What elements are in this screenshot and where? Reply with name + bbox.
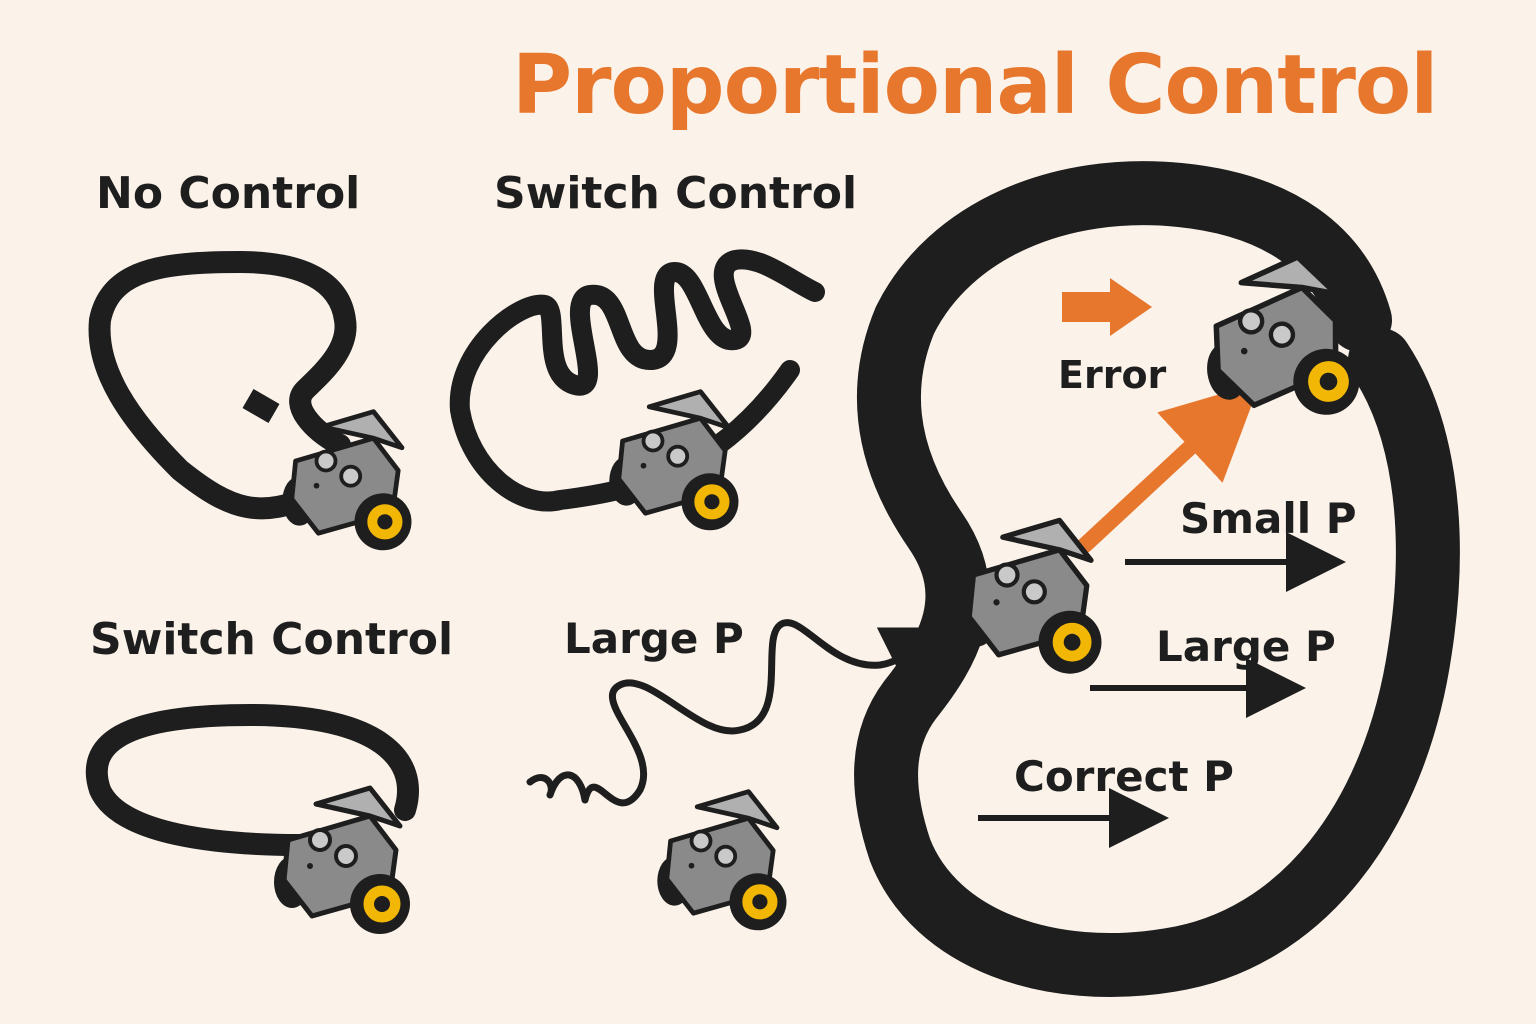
proportional-track	[854, 161, 1460, 998]
switch-control-top-label: Switch Control	[494, 168, 858, 219]
large-p-right-label: Large P	[1156, 622, 1336, 671]
switch-control-bottom-track	[85, 704, 419, 856]
switch-control-bottom-label: Switch Control	[90, 614, 454, 665]
page-title: Proportional Control	[512, 38, 1438, 133]
no-control-gap-marker	[242, 388, 280, 424]
correct-p-label: Correct P	[1014, 752, 1234, 801]
small-p-label: Small P	[1180, 494, 1357, 543]
robot-car-icon	[959, 520, 1102, 673]
error-arrow-icon	[1062, 278, 1152, 336]
no-control-track	[88, 251, 357, 520]
large-p-left-label: Large P	[564, 614, 744, 663]
orange-arrow-icon	[1077, 382, 1261, 553]
no-control-label: No Control	[96, 168, 361, 219]
robot-car-icon	[282, 412, 411, 551]
error-label: Error	[1058, 353, 1167, 397]
robot-car-icon	[657, 792, 786, 931]
robot-car-icon	[609, 392, 738, 531]
switch-control-top-track	[449, 249, 825, 512]
large-p-wavy-path	[526, 619, 956, 807]
robot-car-icon	[274, 788, 410, 934]
